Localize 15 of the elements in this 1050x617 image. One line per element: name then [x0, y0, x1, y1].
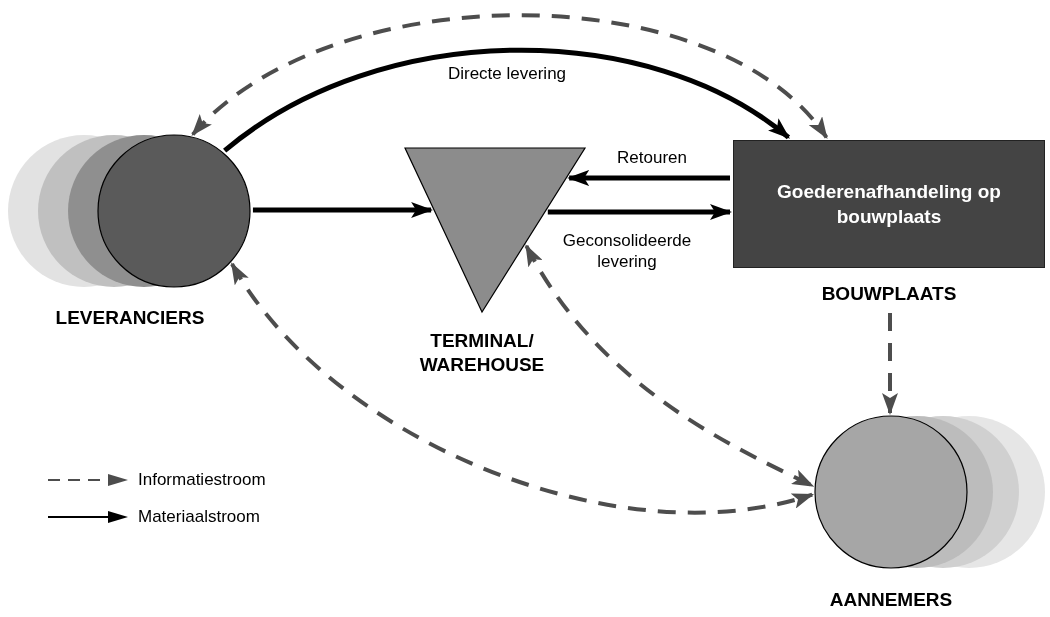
arrow [882, 313, 898, 416]
node-label: AANNEMERS [828, 588, 954, 612]
arrow [567, 170, 730, 186]
arrow [230, 262, 815, 515]
legend-text: Materiaalstroom [138, 507, 260, 527]
node-label: LEVERANCIERS [54, 306, 206, 330]
legend-text: Informatiestroom [138, 470, 266, 490]
node-label: BOUWPLAATS [820, 282, 958, 306]
arrow [191, 13, 828, 139]
node-label: TERMINAL/ WAREHOUSE [418, 329, 546, 377]
arrow [252, 202, 434, 218]
arrow [524, 244, 815, 488]
arrow [547, 204, 732, 220]
box-text: Goederenafhandeling op bouwplaats [776, 180, 1002, 229]
arrow [223, 47, 791, 153]
